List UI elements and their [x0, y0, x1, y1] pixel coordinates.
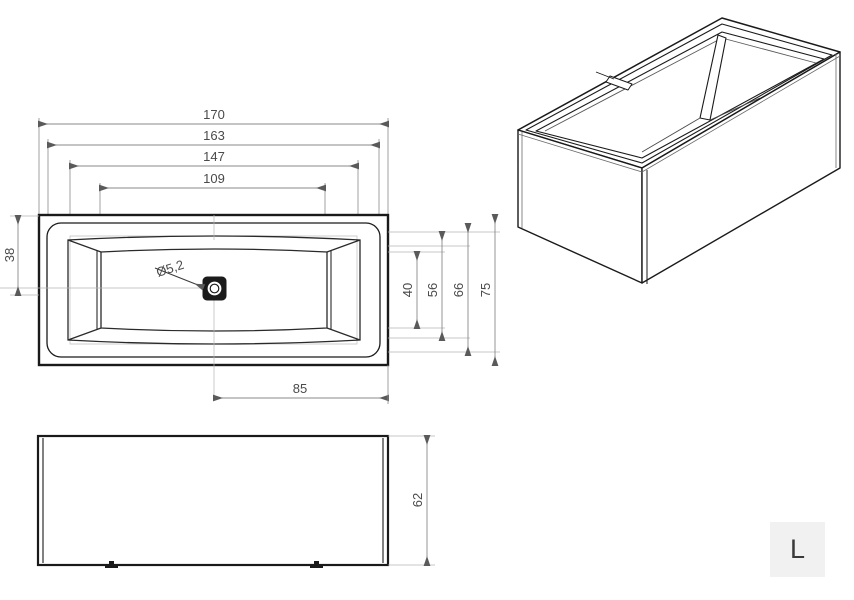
front-panel-outline [36, 434, 390, 567]
drain-leader-line [154, 267, 206, 291]
dimension-row-170: 170 [38, 107, 389, 128]
dimension-75: 75 [478, 214, 499, 366]
dim-label-75: 75 [478, 283, 493, 297]
iso-panel-right-face [641, 51, 841, 284]
iso-interior-slope-line [641, 117, 701, 153]
dim-label-38: 38 [2, 248, 17, 262]
iso-panel-right-top-edge [641, 55, 841, 173]
bowl-corner-br [326, 327, 361, 341]
iso-rim-inner-edge-1 [525, 23, 833, 164]
dim-label-170: 170 [203, 107, 225, 122]
dimension-62: 62 [410, 435, 431, 566]
dimension-38: 38 [2, 215, 22, 296]
foot-left-plate [105, 564, 118, 568]
bowl-corner-bl [67, 327, 102, 341]
iso-panel-left-top-edge [517, 133, 643, 173]
badge-label: L [789, 534, 806, 564]
dim-label-163: 163 [203, 128, 225, 143]
dimension-row-109: 109 [99, 171, 326, 192]
foot-left-post [109, 561, 114, 565]
iso-bowl-opening [535, 31, 825, 159]
dim-label-40: 40 [400, 283, 415, 297]
dimension-lines-top-horizontal [38, 118, 389, 240]
iso-overflow-plate [605, 75, 633, 91]
dim-label-147: 147 [203, 149, 225, 164]
foot-right-post [314, 561, 319, 565]
hand-orientation-badge: L [770, 522, 825, 577]
dim-label-56: 56 [425, 283, 440, 297]
front-foot-right [310, 561, 323, 568]
isometric-view-bathtub [517, 17, 841, 284]
bowl-corner-tr [326, 239, 361, 253]
bowl-corner-tl [67, 239, 102, 253]
tub-inner-rim [46, 222, 381, 358]
foot-right-plate [310, 564, 323, 568]
top-view-construction-lines [0, 215, 500, 400]
dimension-row-163: 163 [47, 128, 380, 149]
iso-interior-slope-line-2 [709, 97, 761, 121]
dimension-row-147: 147 [69, 149, 359, 170]
front-view-bathtub [36, 434, 390, 568]
iso-overflow-line [595, 71, 615, 80]
dim-label-66: 66 [451, 283, 466, 297]
dimension-85: 85 [213, 365, 389, 404]
dimension-66: 66 [451, 223, 472, 356]
iso-overflow-fitting [595, 71, 633, 91]
dim-label-62: 62 [410, 493, 425, 507]
front-foot-left [105, 561, 118, 568]
dimension-56: 56 [425, 231, 446, 341]
dim-label-85: 85 [293, 381, 307, 396]
drain-circle-inner [209, 283, 220, 294]
dim-label-109: 109 [203, 171, 225, 186]
dimension-40: 40 [400, 251, 421, 329]
